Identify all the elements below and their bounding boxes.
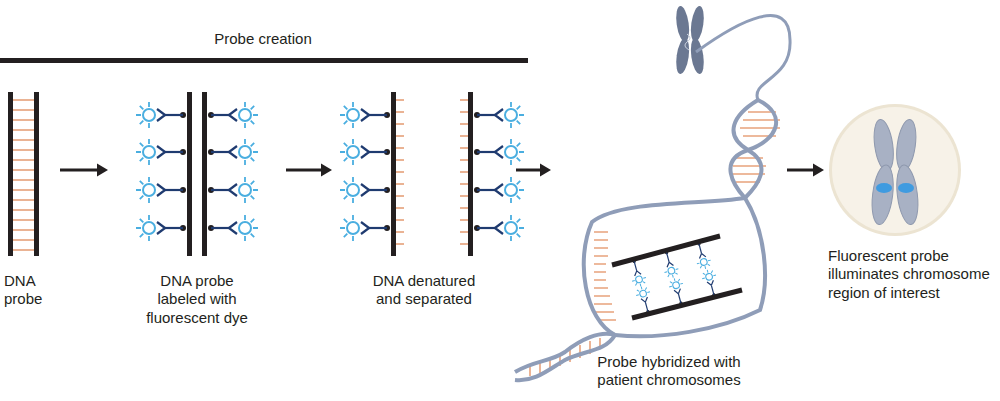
stage-node: DNA probe [4,85,56,320]
bracket-bar [0,58,528,63]
chromosome-result-figure [829,104,961,236]
process-arrow [787,164,824,177]
labeled-probe-figure [136,92,258,256]
stage-node: Fluorescent probe illuminates chromosome… [828,85,998,320]
group-label: Probe creation [180,30,346,48]
stage-caption: DNA denatured and separated [368,272,480,309]
process-arrow [286,164,332,177]
process-arrow [516,164,551,177]
stage-caption: Probe hybridized with patient chromosome… [587,353,752,390]
denatured-probe-figure [340,92,524,256]
hybridization-figure [515,5,790,380]
process-arrow [60,164,108,177]
stage-node: DNA probe labeled with fluorescent dye [112,85,282,329]
stage-caption: Fluorescent probe illuminates chromosome… [828,247,998,302]
dna-probe-figure [8,92,39,256]
stage-caption: DNA probe [4,272,56,309]
stage-caption: DNA probe labeled with fluorescent dye [138,272,256,327]
stage-node: Probe hybridized with patient chromosome… [555,85,783,397]
stage-node: DNA denatured and separated [336,85,512,320]
